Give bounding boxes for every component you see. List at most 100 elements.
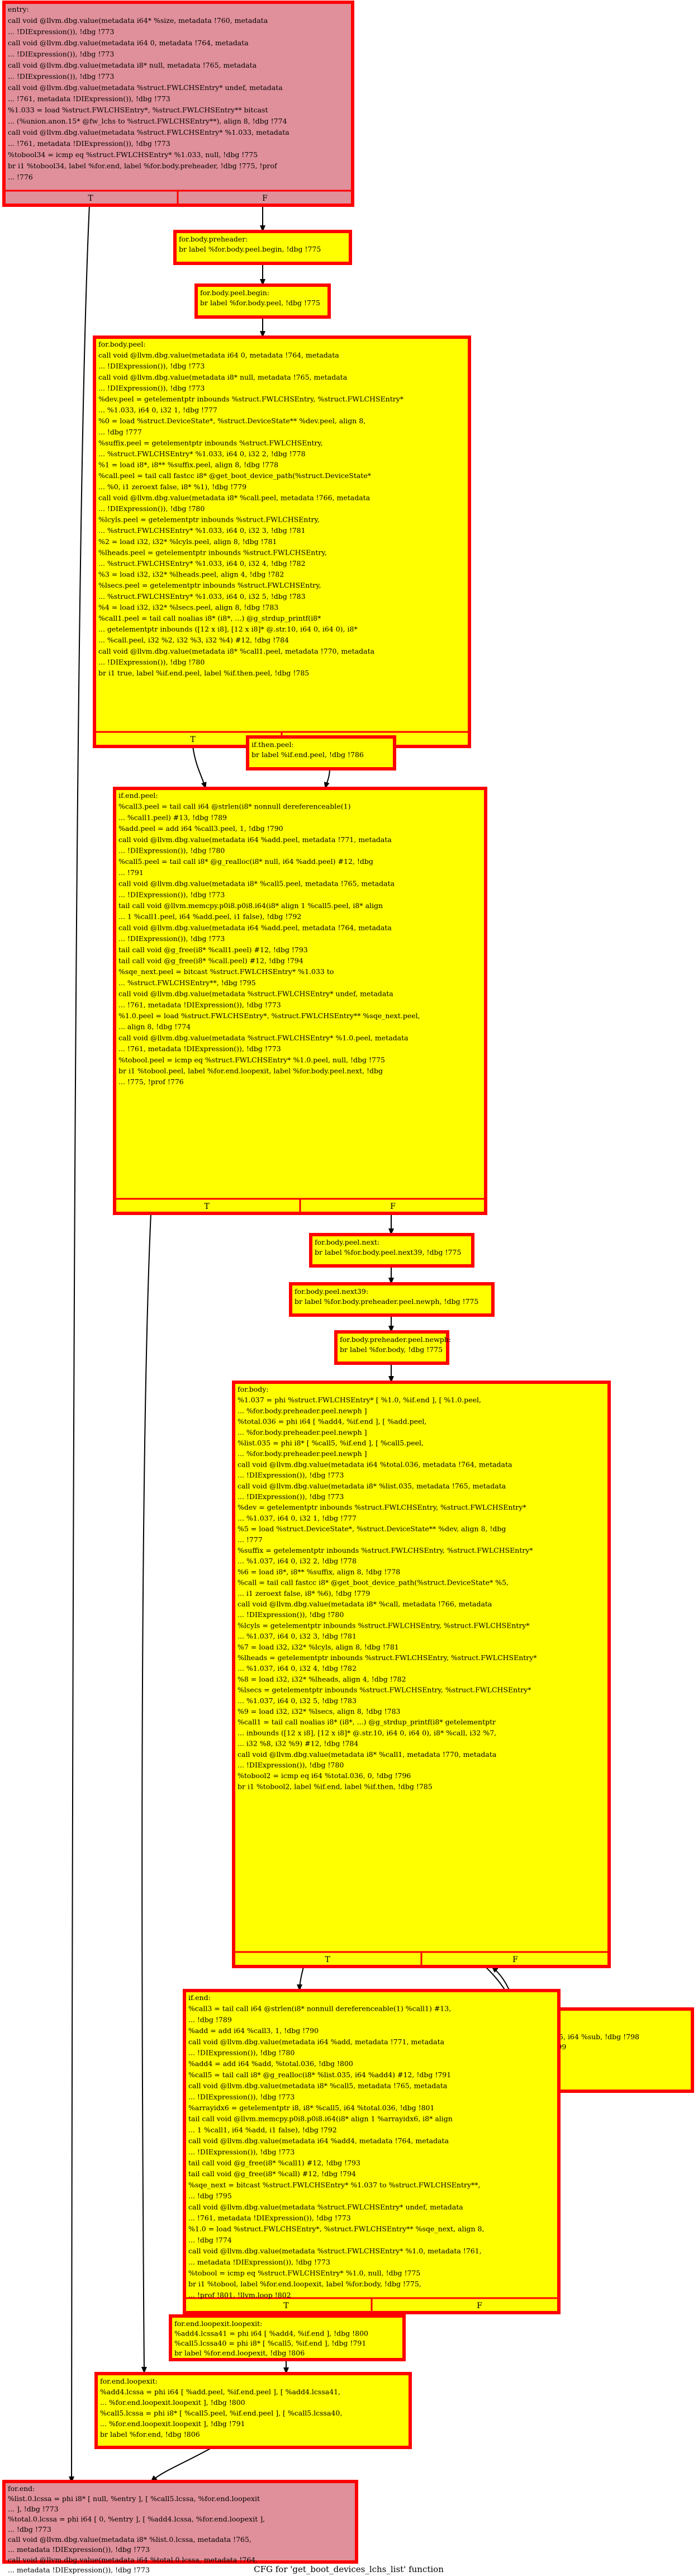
node-label: for.body.preheader:br label %for.body.pe…: [179, 235, 321, 253]
branch-true-label: T: [325, 1955, 330, 1964]
instruction-line: %1.0.peel = load %struct.FWLCHSEntry*, %…: [118, 1012, 420, 1020]
instruction-line: %call3.peel = tail call i64 @strlen(i8* …: [118, 802, 351, 811]
instruction-line: %list.0.lcssa = phi i8* [ null, %entry ]…: [8, 2494, 260, 2503]
instruction-line: %suffix = getelementptr inbounds %struct…: [238, 1546, 533, 1554]
node-label: for.body.peel.next:br label %for.body.pe…: [315, 1238, 461, 1256]
instruction-line: %7 = load i32, i32* %lcyls, align 8, !db…: [238, 1643, 399, 1651]
instruction-line: ... !dbg !773: [8, 2525, 51, 2534]
instruction-line: %call5.lcssa40 = phi i8* [ %call5, %if.e…: [174, 2339, 366, 2347]
instruction-line: %6 = load i8*, i8** %suffix, align 8, !d…: [238, 1567, 400, 1576]
instruction-line: ... !prof !801, !llvm.loop !802: [188, 2291, 291, 2299]
node-if-then-peel: if.then.peel:br label %if.end.peel, !dbg…: [246, 735, 396, 771]
instruction-line: %total.036 = phi i64 [ %add4, %if.end ],…: [238, 1417, 426, 1426]
instruction-line: br label %if.end.peel, !dbg !786: [251, 750, 364, 759]
instruction-line: ... i1 zeroext false, i8* %6), !dbg !779: [238, 1589, 370, 1597]
branch-false-label: F: [477, 2301, 482, 2310]
instruction-line: br label %for.body.peel.begin, !dbg !775: [179, 245, 321, 253]
node-for-body-peel: T F for.body.peel:call void @llvm.dbg.va…: [93, 335, 471, 748]
instruction-line: ... !DIExpression()), !dbg !780: [188, 2049, 295, 2057]
block-label: for.end.loopexit:: [100, 2377, 158, 2385]
instruction-line: br label %for.end.loopexit, !dbg !806: [174, 2349, 305, 2357]
node-label: for.body.peel:call void @llvm.dbg.value(…: [98, 340, 404, 677]
node-for-body-preheader-peel-newph: for.body.preheader.peel.newph:br label %…: [334, 1330, 451, 1365]
instruction-line: ... !DIExpression()), !dbg !780: [98, 658, 205, 666]
instruction-line: ... (%union.anon.15* @fw_lchs to %struct…: [8, 117, 287, 125]
instruction-line: ... %struct.FWLCHSEntry* %1.033, i64 0, …: [98, 526, 306, 535]
instruction-line: %1.037 = phi %struct.FWLCHSEntry* [ %1.0…: [238, 1396, 481, 1404]
instruction-line: %call = tail call fastcc i8* @get_boot_d…: [238, 1578, 509, 1587]
instruction-line: ... !DIExpression()), !dbg !780: [118, 847, 225, 855]
graph-caption: CFG for 'get_boot_devices_lchs_list' fun…: [254, 2564, 444, 2574]
instruction-line: ... inbounds ([12 x i8], [12 x i8]* @.st…: [238, 1728, 496, 1737]
instruction-line: call void @llvm.dbg.value(metadata i8* %…: [8, 2535, 251, 2544]
block-label: for.end:: [8, 2484, 35, 2493]
instruction-line: call void @llvm.dbg.value(metadata i8* n…: [8, 61, 257, 69]
block-label: if.end:: [188, 1993, 211, 2002]
node-for-body-peel-next: for.body.peel.next:br label %for.body.pe…: [309, 1233, 474, 1268]
instruction-line: %0 = load %struct.DeviceState*, %struct.…: [98, 417, 365, 425]
instruction-line: call void @llvm.dbg.value(metadata i64 %…: [238, 1460, 512, 1468]
instruction-line: %lsecs.peel = getelementptr inbounds %st…: [98, 581, 321, 589]
branch-true-label: T: [204, 1202, 210, 1211]
node-for-body-peel-begin: for.body.peel.begin: br label %for.body.p…: [194, 283, 331, 319]
instruction-line: %dev = getelementptr inbounds %struct.FW…: [238, 1503, 526, 1511]
instruction-line: call void @llvm.dbg.value(metadata i64 0…: [8, 39, 249, 47]
node-label: entry:call void @llvm.dbg.value(metadata…: [8, 5, 289, 181]
instruction-line: call void @llvm.dbg.value(metadata i64 %…: [8, 2555, 258, 2564]
instruction-line: call void @llvm.dbg.value(metadata i8* n…: [98, 373, 348, 381]
instruction-line: br label %for.end, !dbg !806: [100, 2430, 200, 2438]
instruction-line: ... !DIExpression()), !dbg !780: [238, 1761, 344, 1769]
instruction-line: %list.035 = phi i8* [ %call5, %if.end ],…: [238, 1439, 424, 1447]
instruction-line: call void @llvm.dbg.value(metadata i64 %…: [188, 2038, 445, 2046]
instruction-line: ... metadata !DIExpression()), !dbg !773: [188, 2258, 330, 2266]
instruction-line: ... !791: [118, 868, 144, 877]
instruction-line: ... !DIExpression()), !dbg !773: [8, 50, 114, 58]
instruction-line: br label %for.body.peel, !dbg !775: [200, 299, 320, 307]
node-if-end: T F if.end: %call3 = tail call i64 @strle…: [183, 1989, 561, 2314]
instruction-line: %sqe_next.peel = bitcast %struct.FWLCHSE…: [118, 967, 334, 976]
instruction-line: %call5 = tail call i8* @g_realloc(i8* %l…: [188, 2071, 451, 2079]
branch-false-label: F: [512, 1955, 518, 1964]
block-label: for.body:: [238, 1385, 269, 1393]
instruction-line: ... %for.body.preheader.peel.newph ]: [238, 1428, 367, 1436]
instruction-line: ... !761, metadata !DIExpression()), !db…: [8, 94, 170, 103]
instruction-line: ... align 8, !dbg !774: [118, 1023, 191, 1031]
instruction-line: ... %for.end.loopexit.loopexit ], !dbg !…: [100, 2419, 245, 2428]
node-label: for.body.peel.begin: br label %for.body.p…: [200, 289, 320, 307]
instruction-line: ... !761, metadata !DIExpression()), !db…: [188, 2214, 351, 2222]
instruction-line: %sqe_next = bitcast %struct.FWLCHSEntry*…: [188, 2181, 480, 2189]
instruction-line: call void @llvm.dbg.value(metadata i8* %…: [238, 1600, 492, 1608]
instruction-line: ... %1.037, i64 0, i32 1, !dbg !777: [238, 1514, 357, 1522]
instruction-line: ... !776: [8, 173, 33, 181]
instruction-line: ... %call1.peel) #13, !dbg !789: [118, 813, 227, 821]
block-label: for.body.peel.next:: [315, 1238, 379, 1246]
instruction-line: %lheads = getelementptr inbounds %struct…: [238, 1653, 537, 1662]
instruction-line: %call3 = tail call i64 @strlen(i8* nonnu…: [188, 2005, 451, 2013]
instruction-line: br i1 %tobool.peel, label %for.end.loope…: [118, 1067, 383, 1075]
node-if-end-peel: T F if.end.peel:%call3.peel = tail call …: [113, 787, 487, 1215]
instruction-line: tail call void @llvm.memcpy.p0i8.p0i8.i6…: [118, 901, 383, 910]
node-label: for.body: %1.037 = phi %struct.FWLCHSEntr…: [238, 1385, 537, 1790]
instruction-line: %add.peel = add i64 %call3.peel, 1, !dbg…: [118, 824, 283, 833]
edge-peel-to-if-end-peel: [192, 746, 207, 789]
instruction-line: ... %0, i1 zeroext false, i8* %1), !dbg …: [98, 483, 246, 491]
instruction-line: %add4 = add i64 %add, %total.036, !dbg !…: [188, 2059, 353, 2068]
instruction-line: ... !777: [238, 1535, 263, 1544]
instruction-line: call void @llvm.dbg.value(metadata %stru…: [118, 1033, 409, 1042]
block-label: for.body.preheader.peel.newph:: [340, 1335, 451, 1344]
instruction-line: ... !dbg !789: [188, 2015, 232, 2024]
instruction-line: br i1 %tobool, label %for.end.loopexit, …: [188, 2280, 421, 2288]
instruction-line: tail call void @llvm.memcpy.p0i8.p0i8.i6…: [188, 2115, 453, 2123]
branch-true-label: T: [190, 735, 196, 744]
instruction-line: call void @llvm.dbg.value(metadata i64 0…: [98, 351, 339, 360]
node-for-body: T F for.body: %1.037 = phi %struct.FWLCHS…: [232, 1381, 611, 1968]
block-label: for.body.peel.begin:: [200, 289, 269, 297]
branch-false-label: F: [262, 194, 268, 203]
instruction-line: ... 1 %call1.peel, i64 %add.peel, i1 fal…: [118, 913, 301, 921]
instruction-line: %add4.lcssa = phi i64 [ %add.peel, %if.e…: [100, 2388, 340, 2396]
instruction-line: tail call void @g_free(i8* %call.peel) #…: [118, 957, 303, 965]
branch-true-label: T: [283, 2301, 289, 2310]
instruction-line: call void @llvm.dbg.value(metadata i8* %…: [98, 493, 371, 502]
instruction-line: %suffix.peel = getelementptr inbounds %s…: [98, 438, 323, 447]
